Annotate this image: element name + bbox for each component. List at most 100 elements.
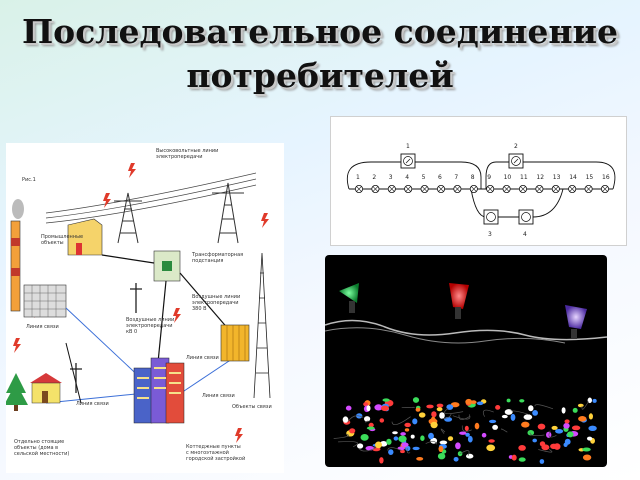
pile-bulb <box>368 422 374 428</box>
pile-bulb <box>404 428 410 432</box>
label-air-2: электропередачи <box>126 323 173 329</box>
pile-wire <box>440 428 446 434</box>
grid-building <box>23 284 67 318</box>
utility-poles <box>70 283 142 393</box>
pile-bulb <box>459 431 467 435</box>
pile-bulb <box>430 421 438 429</box>
pile-wire <box>482 409 494 417</box>
meter-label-4: 4 <box>523 231 527 238</box>
pile-bulb <box>486 444 496 452</box>
pile-wire <box>458 414 471 420</box>
pile-wire <box>338 441 358 448</box>
pile-wire <box>333 433 349 439</box>
diagram-canvas: Рис.1 Высоковольтные линии электропереда… <box>4 148 272 462</box>
lamp-cross-14 <box>569 186 575 192</box>
pile-bulb <box>420 435 425 441</box>
pile-bulb <box>555 429 564 434</box>
pile-bulb <box>412 418 418 425</box>
lamp-cross-13 <box>553 186 559 192</box>
meter-3: 3 <box>483 209 499 238</box>
pile-bulb <box>401 442 409 448</box>
label-settlements-3: городской застройкой <box>186 455 245 462</box>
lamp-cross-12 <box>536 186 543 192</box>
lamp-label-3: 3 <box>389 174 393 181</box>
page-title: Последовательное соединение потребителей <box>0 10 640 98</box>
lamp-label-14: 14 <box>569 174 577 181</box>
pile-wire <box>425 441 438 445</box>
label-hv-line-1: Высоковольтные линии <box>156 148 218 154</box>
pile-bulb <box>365 446 375 451</box>
pile-bulb <box>386 438 392 445</box>
label-comm-line-2: Линия связи <box>76 401 109 407</box>
pile-bulb <box>528 405 534 412</box>
label-hv-line-2: электропередачи <box>156 154 203 160</box>
lamp-cross-7 <box>454 186 461 192</box>
pile-wire <box>529 432 545 437</box>
pile-bulb <box>501 414 508 419</box>
pile-bulb <box>436 407 443 412</box>
pile-bulb <box>388 449 394 455</box>
pile-wire <box>444 408 464 414</box>
purple-bulb-icon <box>565 305 587 339</box>
pile-bulb <box>382 398 390 402</box>
pile-wire <box>538 449 553 453</box>
pile-bulb <box>588 413 593 420</box>
pile-bulb <box>518 457 526 462</box>
pile-bulb <box>431 411 437 418</box>
pile-bulb <box>439 440 448 445</box>
pile-bulb <box>392 431 398 435</box>
garland-canvas <box>325 283 607 464</box>
pile-bulb <box>532 438 537 443</box>
lamp-cross-15 <box>585 186 592 192</box>
label-overhead-3: 380 В <box>192 306 207 312</box>
pile-wire <box>461 425 472 432</box>
pile-bulb <box>447 436 454 441</box>
pile-bulb <box>550 443 558 449</box>
lamp-label-13: 13 <box>553 174 561 181</box>
lamp-label-5: 5 <box>422 174 426 181</box>
lamp-cross-6 <box>438 186 444 192</box>
lamp-label-8: 8 <box>471 174 475 181</box>
lamp-cross-5 <box>421 186 428 192</box>
pile-bulb <box>563 422 570 429</box>
pile-bulb <box>349 428 356 434</box>
transformer-substation <box>153 250 181 282</box>
label-overhead-2: электропередачи <box>192 300 239 306</box>
lamp-label-16: 16 <box>602 174 610 181</box>
garland-wire <box>325 319 607 341</box>
pile-bulb <box>416 457 424 461</box>
pile-bulb <box>551 425 558 430</box>
pile-bulb <box>582 447 591 452</box>
label-industrial-2: объекты <box>41 240 64 246</box>
pylon-2 <box>212 182 244 244</box>
pile-bulb <box>453 457 459 462</box>
pile-bulb <box>400 432 406 436</box>
pile-bulb <box>521 421 530 428</box>
red-bulb-icon <box>449 283 469 319</box>
pile-bulb <box>426 404 434 409</box>
pile-bulb <box>400 449 405 454</box>
pile-bulb <box>465 398 473 405</box>
lamp-cross-9 <box>487 186 493 192</box>
pile-bulb <box>527 430 535 436</box>
lamp-label-4: 4 <box>405 174 409 181</box>
lamp-label-6: 6 <box>438 174 442 181</box>
pile-wire <box>501 428 508 433</box>
pile-bulb <box>438 445 444 453</box>
pile-bulb <box>345 405 352 411</box>
pile-bulb <box>415 407 421 412</box>
city-buildings <box>133 357 185 424</box>
pile-bulb <box>357 443 364 449</box>
lamp-label-10: 10 <box>504 174 512 181</box>
pile-bulb <box>437 453 446 460</box>
lamp-cross-16 <box>602 186 608 192</box>
label-transformer-2: подстанция <box>192 258 223 264</box>
lamp-label-1: 1 <box>356 174 360 181</box>
lamp-cross-3 <box>389 186 395 192</box>
yellow-building <box>220 324 250 362</box>
pile-bulb <box>523 414 533 420</box>
pile-bulb <box>474 422 480 430</box>
label-comm-line-1: Линия связи <box>26 324 59 330</box>
